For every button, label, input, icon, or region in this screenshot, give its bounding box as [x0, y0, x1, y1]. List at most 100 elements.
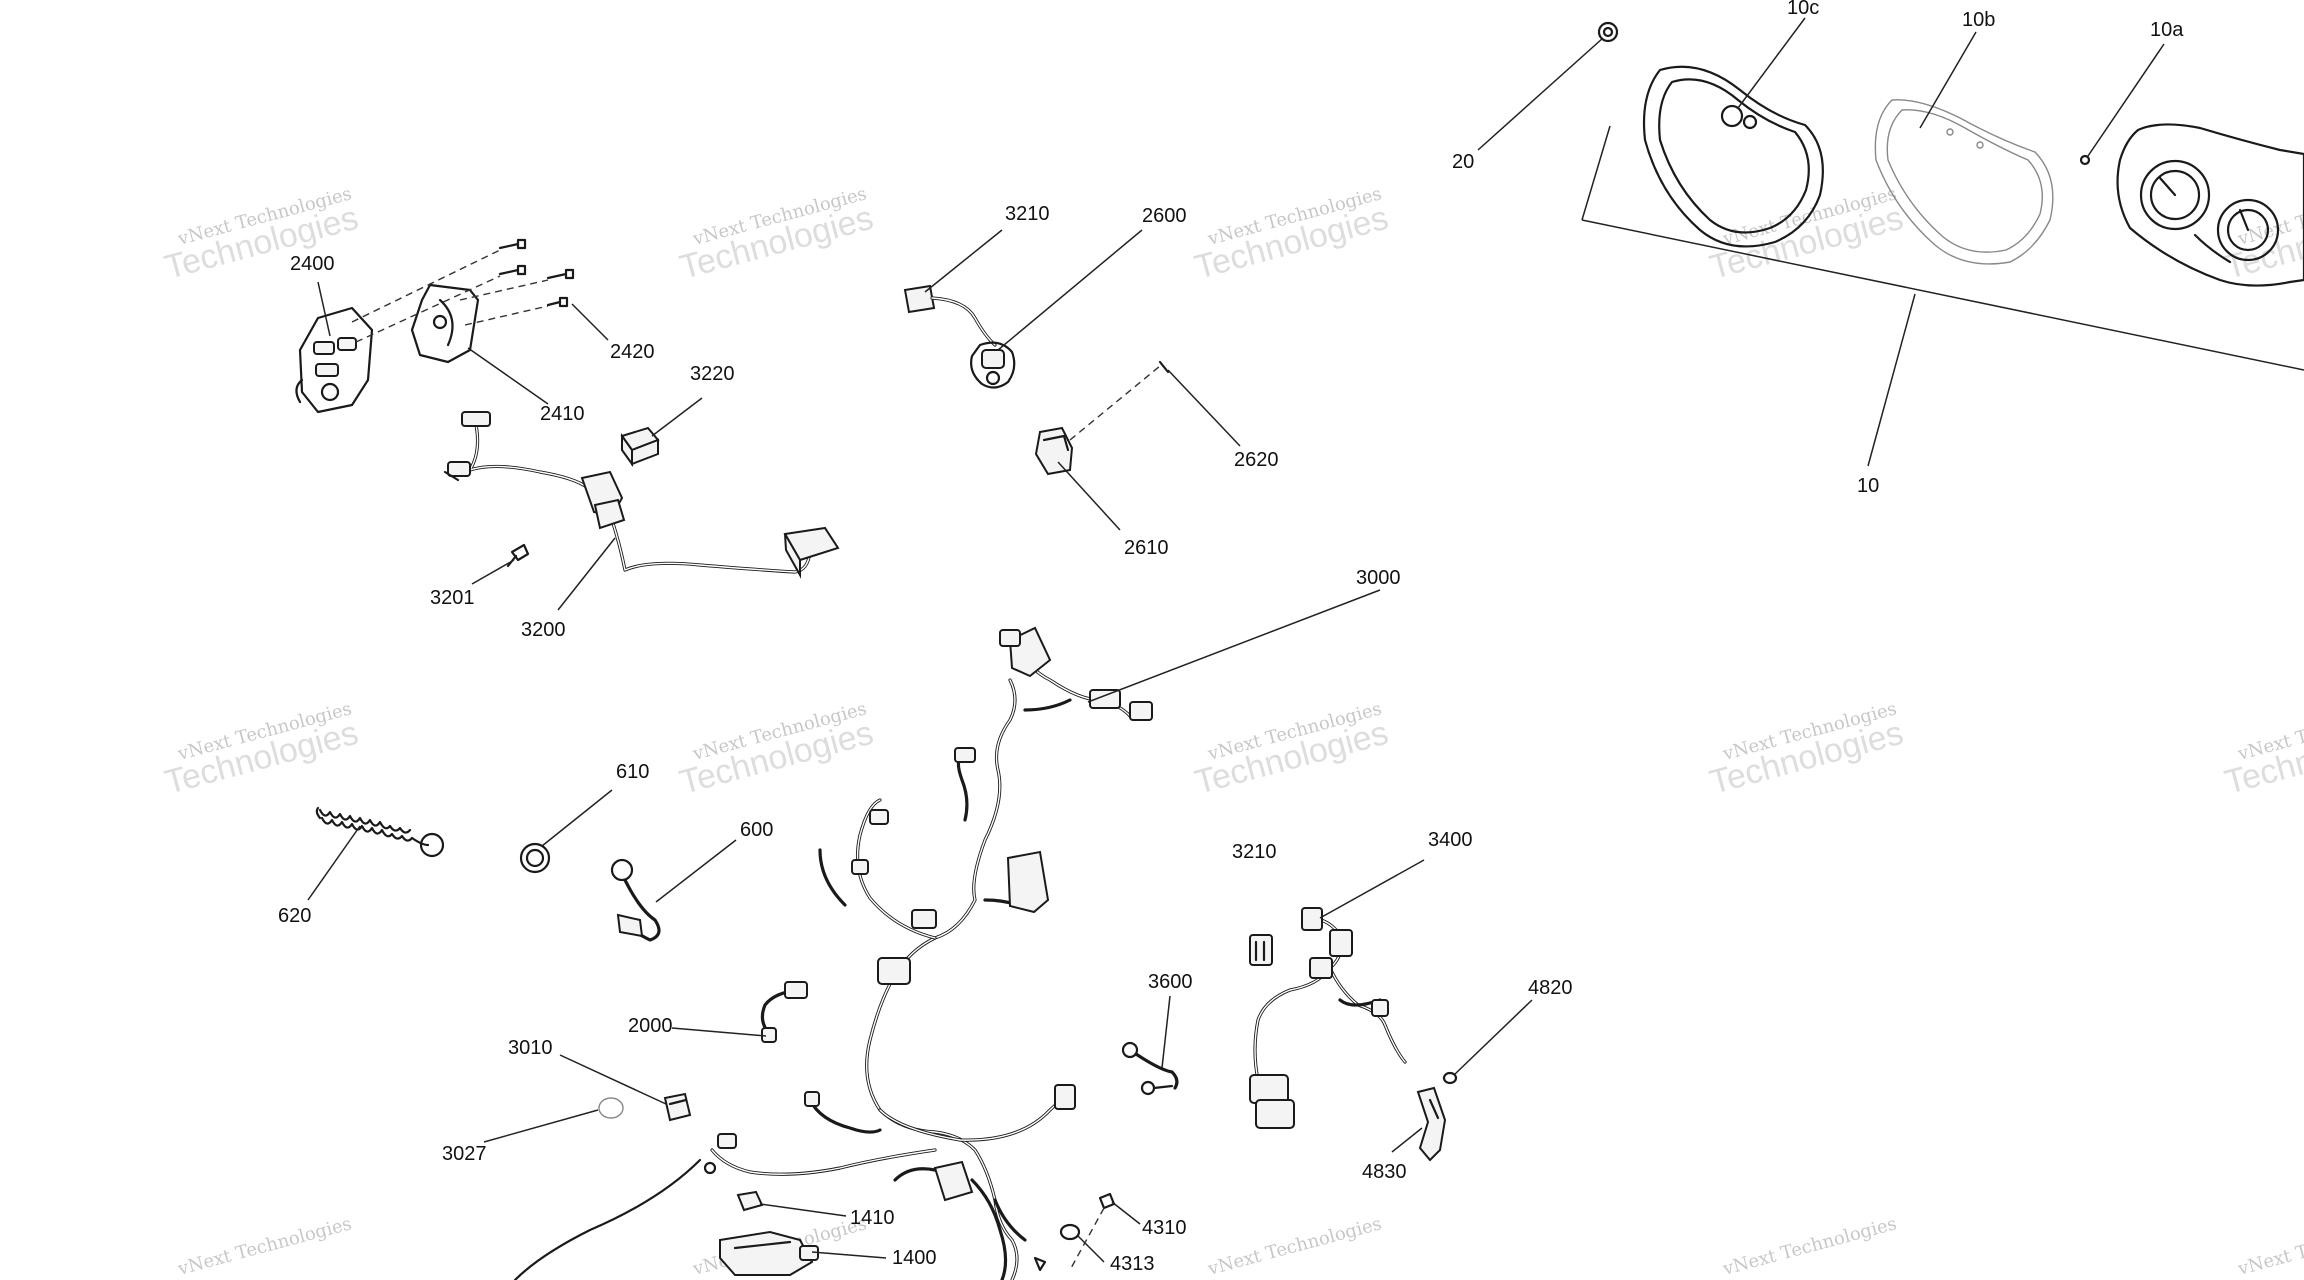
- callout-3000: 3000: [1356, 567, 1401, 589]
- watermark: vNext Technologies Technologies: [161, 698, 363, 802]
- lens-10b: [1874, 99, 2054, 265]
- main-harness-3000: [513, 626, 1153, 1280]
- leader-2400: [317, 281, 331, 337]
- sensor-cable-600: [610, 858, 661, 942]
- ground-cable-3600: [1121, 1041, 1179, 1096]
- callout-labels: 2400 2410 2420 3210 2600 3220 2620 2610 …: [278, 0, 2184, 1275]
- leader-620: [307, 825, 361, 901]
- watermark: vNext Technologies: [2235, 1213, 2304, 1280]
- watermark: vNext Technologies Technologies: [676, 698, 878, 802]
- screws-2420: [351, 238, 575, 343]
- watermark: vNext Technologies: [1205, 1213, 1384, 1280]
- callout-3200: 3200: [521, 619, 566, 641]
- callout-2610: 2610: [1124, 537, 1169, 559]
- callout-2400: 2400: [290, 253, 335, 275]
- washer-4313: [1033, 1223, 1081, 1272]
- leader-4830: [1391, 1127, 1423, 1153]
- watermark: vNext Technologies Technologies: [1191, 183, 1393, 287]
- watermark: vNext Technologies Technologies: [1706, 183, 1908, 287]
- watermark: vNext Technologies: [1720, 1213, 1899, 1280]
- leader-3210a: [924, 229, 1003, 293]
- coiled-cable-620: [315, 806, 445, 858]
- leader-4313: [1077, 1235, 1105, 1263]
- leader-3010: [559, 1054, 667, 1105]
- callout-1410: 1410: [850, 1207, 895, 1229]
- leader-3201: [471, 559, 515, 585]
- leader-10c: [1737, 17, 1806, 109]
- watermarks: vNext Technologies Technologies vNext Te…: [161, 183, 2304, 1280]
- watermark-line1: vNext Technologies: [1205, 1213, 1384, 1280]
- leader-2610: [1057, 461, 1121, 531]
- callout-3201: 3201: [430, 587, 475, 609]
- leader-2000: [671, 1027, 767, 1037]
- bolt-4310: [1069, 1192, 1116, 1271]
- plug-4820: [1442, 1071, 1458, 1085]
- callout-610: 610: [616, 761, 649, 783]
- watermark: vNext Technologies Technologies: [2221, 698, 2304, 802]
- callout-2410: 2410: [540, 403, 585, 425]
- parts: [295, 21, 2304, 1280]
- callout-2620: 2620: [1234, 449, 1279, 471]
- leader-2600: [997, 229, 1143, 351]
- sensor-2600: [970, 341, 1016, 389]
- connector-3210-top: [903, 284, 997, 347]
- harness-2000: [760, 981, 808, 1043]
- callout-3210: 3210: [1232, 841, 1277, 863]
- watermark-line1: vNext Technologies: [175, 1213, 354, 1280]
- nut-20: [1597, 21, 1619, 43]
- instrument-cluster-10a: [2079, 123, 2304, 287]
- switch-cover-2410: [410, 283, 480, 364]
- callout-4313: 4313: [1110, 1253, 1155, 1275]
- leader-3400: [1319, 859, 1425, 919]
- leader-4310: [1111, 1201, 1141, 1225]
- leader-610: [541, 789, 613, 847]
- module-3220: [620, 426, 660, 468]
- leader-10b: [1919, 31, 1977, 129]
- callout-10a: 10a: [2150, 19, 2184, 41]
- watermark-line1: vNext Technologies: [2235, 1213, 2304, 1280]
- assembly-bracket-10: [1581, 125, 2304, 371]
- leader-3000: [1087, 589, 1381, 703]
- leader-1400: [811, 1251, 887, 1259]
- harness-3200: [443, 411, 840, 579]
- leader-2420: [571, 303, 609, 341]
- watermark: vNext Technologies Technologies: [1706, 698, 1908, 802]
- callout-4820: 4820: [1528, 977, 1573, 999]
- switch-housing-2400: [295, 306, 374, 414]
- callout-3010: 3010: [508, 1037, 553, 1059]
- label-disk-3027: [598, 1097, 624, 1119]
- callout-10c: 10c: [1787, 0, 1819, 19]
- grommet-610: [519, 842, 551, 874]
- connector-3210-lower: [1249, 934, 1273, 966]
- leader-lines: [307, 17, 2165, 1263]
- watermark: vNext Technologies Technologies: [676, 183, 878, 287]
- harness-3400: [1249, 907, 1407, 1129]
- leader-3220: [651, 397, 703, 437]
- watermark-line1: vNext Technologies: [1720, 1213, 1899, 1280]
- callout-2420: 2420: [610, 341, 655, 363]
- connector-block-1400: [719, 1230, 819, 1276]
- sensor-2610: [1034, 426, 1074, 476]
- leader-3200: [557, 537, 616, 611]
- bolt-3201: [506, 543, 530, 568]
- callout-3027: 3027: [442, 1143, 487, 1165]
- leader-10a: [2087, 43, 2165, 157]
- callout-3220: 3220: [690, 363, 735, 385]
- callout-3400: 3400: [1428, 829, 1473, 851]
- callout-10b: 10b: [1962, 9, 1995, 31]
- callout-4830: 4830: [1362, 1161, 1407, 1183]
- callout-3600: 3600: [1148, 971, 1193, 993]
- leader-20: [1477, 37, 1604, 151]
- leader-10: [1867, 293, 1916, 467]
- leader-4820: [1454, 999, 1533, 1075]
- clip-1410: [736, 1190, 764, 1212]
- watermark: vNext Technologies Technologies: [1191, 698, 1393, 802]
- callout-10: 10: [1857, 475, 1879, 497]
- callout-600: 600: [740, 819, 773, 841]
- watermark-line2: Technologies: [2221, 714, 2304, 802]
- callout-4310: 4310: [1142, 1217, 1187, 1239]
- leader-600: [655, 839, 737, 903]
- leader-3600: [1161, 995, 1171, 1069]
- callout-20: 20: [1452, 151, 1474, 173]
